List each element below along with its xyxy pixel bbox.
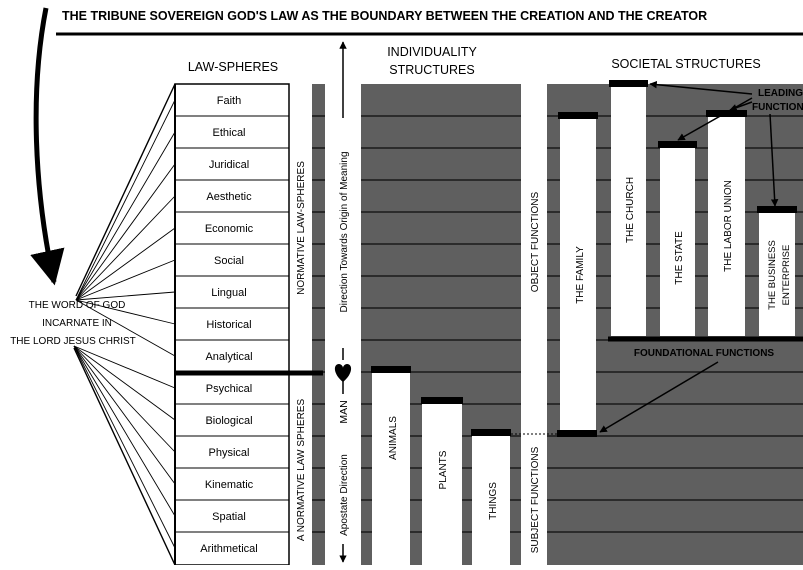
label-apostate: Apostate Direction bbox=[339, 454, 350, 536]
left-label-line1: THE WORD OF GOD bbox=[29, 300, 126, 311]
direction-label-bg bbox=[335, 118, 351, 348]
labor-union-leading-bar bbox=[706, 110, 747, 117]
fan-line bbox=[75, 259, 176, 301]
law-sphere-arithmetical: Arithmetical bbox=[200, 543, 257, 555]
law-sphere-biological: Biological bbox=[205, 415, 252, 427]
plants-column: PLANTS bbox=[421, 397, 463, 565]
header-individuality-line1: INDIVIDUALITY bbox=[387, 45, 477, 59]
law-sphere-juridical: Juridical bbox=[209, 159, 249, 171]
law-sphere-lingual: Lingual bbox=[211, 287, 246, 299]
header-societal: SOCIETAL STRUCTURES bbox=[611, 57, 760, 71]
law-sphere-psychical: Psychical bbox=[206, 383, 252, 395]
family-label: THE FAMILY bbox=[575, 246, 586, 304]
law-sphere-kinematic: Kinematic bbox=[205, 479, 254, 491]
business-label-line2: ENTERPRISE bbox=[781, 245, 792, 306]
fan-line bbox=[73, 345, 176, 485]
fan-line bbox=[75, 131, 176, 301]
church-leading-bar bbox=[609, 80, 648, 87]
law-sphere-social: Social bbox=[214, 255, 244, 267]
law-sphere-analytical: Analytical bbox=[205, 351, 252, 363]
animals-leading-bar bbox=[371, 366, 411, 373]
curved-arrow bbox=[30, 7, 65, 286]
label-direction-origin: Direction Towards Origin of Meaning bbox=[339, 151, 350, 312]
header-individuality-line2: STRUCTURES bbox=[389, 63, 474, 77]
label-subject-functions: SUBJECT FUNCTIONS bbox=[530, 446, 541, 553]
left-label-line2: INCARNATE IN bbox=[42, 318, 112, 329]
church-label: THE CHURCH bbox=[625, 177, 636, 243]
label-normative: NORMATIVE LAW-SPHERES bbox=[296, 161, 307, 295]
labor-union-column: THE LABOR UNION bbox=[706, 110, 747, 336]
law-sphere-physical: Physical bbox=[209, 447, 250, 459]
church-column: THE CHURCH bbox=[609, 80, 648, 336]
fan-lines bbox=[73, 83, 176, 566]
law-sphere-background bbox=[175, 84, 289, 565]
fan-line bbox=[73, 345, 176, 453]
foundational-arrow bbox=[599, 361, 719, 433]
family-foundation-bar bbox=[557, 430, 597, 437]
heart-icon bbox=[334, 364, 352, 382]
law-sphere-spatial: Spatial bbox=[212, 511, 246, 523]
state-column: THE STATE bbox=[658, 141, 697, 336]
family-leading-bar bbox=[558, 112, 598, 119]
law-sphere-faith: Faith bbox=[217, 95, 241, 107]
leading-arrow-church bbox=[649, 80, 753, 95]
label-man: MAN bbox=[338, 400, 350, 423]
business-leading-bar bbox=[757, 206, 797, 213]
fan-line bbox=[75, 227, 176, 301]
leading-arrow-business bbox=[769, 113, 779, 207]
fan-line bbox=[73, 345, 176, 421]
label-a-normative: A NORMATIVE LAW SPHERES bbox=[296, 399, 307, 542]
plants-label: PLANTS bbox=[438, 450, 449, 489]
fan-line bbox=[75, 195, 176, 301]
law-sphere-ethical: Ethical bbox=[212, 127, 245, 139]
shaded-strip bbox=[312, 84, 325, 565]
man-label-bg bbox=[335, 394, 351, 544]
leading-arrow-union bbox=[729, 101, 753, 112]
fan-line bbox=[75, 99, 176, 301]
foundational-label: FOUNDATIONAL FUNCTIONS bbox=[634, 348, 775, 359]
label-object-functions: OBJECT FUNCTIONS bbox=[530, 191, 541, 292]
fan-line bbox=[75, 299, 176, 357]
foundational-label-bg bbox=[628, 344, 782, 359]
fan-line bbox=[73, 345, 176, 517]
state-leading-bar bbox=[658, 141, 697, 148]
left-label-line3: THE LORD JESUS CHRIST bbox=[10, 336, 136, 347]
labor-union-label: THE LABOR UNION bbox=[723, 180, 734, 272]
law-sphere-column: FaithEthicalJuridicalAestheticEconomicSo… bbox=[175, 84, 289, 565]
fan-line bbox=[73, 345, 176, 389]
animals-column: ANIMALS bbox=[371, 366, 411, 565]
things-leading-bar bbox=[471, 429, 511, 436]
leading-arrow-state bbox=[677, 97, 753, 141]
fan-line bbox=[75, 291, 176, 301]
law-sphere-historical: Historical bbox=[206, 319, 251, 331]
fan-line bbox=[73, 345, 176, 549]
leading-label-line1: LEADING bbox=[758, 88, 803, 99]
family-column: THE FAMILY bbox=[557, 112, 598, 437]
fan-line bbox=[75, 299, 176, 325]
leading-label-line2: FUNCTIONS bbox=[752, 102, 803, 113]
fan-edge-line bbox=[75, 83, 176, 297]
law-sphere-economic: Economic bbox=[205, 223, 254, 235]
business-column: THE BUSINESS ENTERPRISE bbox=[757, 206, 797, 336]
things-label: THINGS bbox=[488, 482, 499, 520]
fan-edge-line bbox=[73, 347, 176, 566]
fan-line bbox=[75, 163, 176, 301]
header-law-spheres: LAW-SPHERES bbox=[188, 60, 278, 74]
animals-label: ANIMALS bbox=[388, 416, 399, 460]
plants-leading-bar bbox=[421, 397, 463, 404]
things-column: THINGS bbox=[471, 429, 511, 565]
diagram-title: THE TRIBUNE SOVEREIGN GOD'S LAW AS THE B… bbox=[62, 9, 707, 23]
state-label: THE STATE bbox=[674, 231, 685, 285]
law-sphere-aesthetic: Aesthetic bbox=[206, 191, 252, 203]
business-label-line1: THE BUSINESS bbox=[767, 240, 778, 310]
